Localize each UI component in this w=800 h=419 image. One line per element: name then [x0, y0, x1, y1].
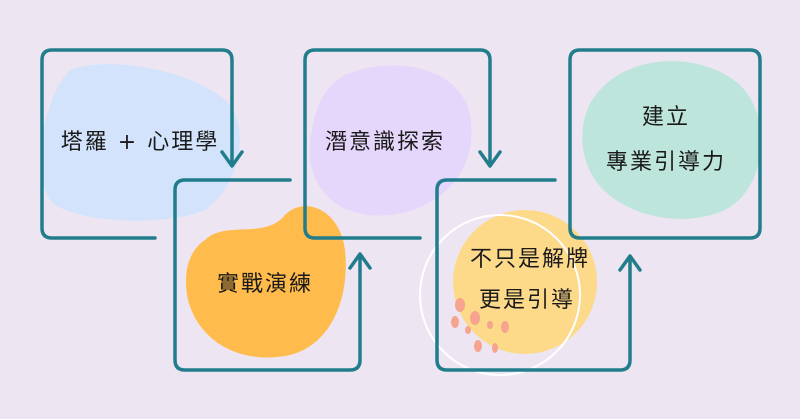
step-build-line1: 建立 — [641, 105, 691, 130]
step-guidance-line2: 更是引導 — [478, 288, 576, 313]
step-practice: 實戰演練 — [216, 272, 314, 297]
step-build-line2: 專業引導力 — [605, 150, 727, 175]
white-ring — [419, 214, 581, 376]
arrow-down-3 — [478, 150, 502, 168]
connector-1 — [40, 48, 234, 240]
connector-2 — [173, 178, 362, 372]
arrow-up-2 — [348, 252, 372, 270]
blob-green — [582, 61, 762, 219]
connector-4 — [435, 178, 632, 372]
step-subconscious: 潛意識探索 — [324, 130, 446, 155]
arrow-down-1 — [220, 150, 244, 168]
connector-3 — [303, 48, 492, 240]
arrow-up-4 — [618, 254, 642, 272]
step-tarot-psychology: 塔羅 + 心理學 — [60, 130, 220, 155]
blob-yellow — [453, 210, 597, 354]
blob-purple — [309, 65, 472, 216]
blob-orange — [185, 206, 346, 358]
box-5 — [568, 48, 762, 240]
step-guidance-line1: 不只是解牌 — [469, 247, 591, 272]
petals — [451, 298, 509, 353]
